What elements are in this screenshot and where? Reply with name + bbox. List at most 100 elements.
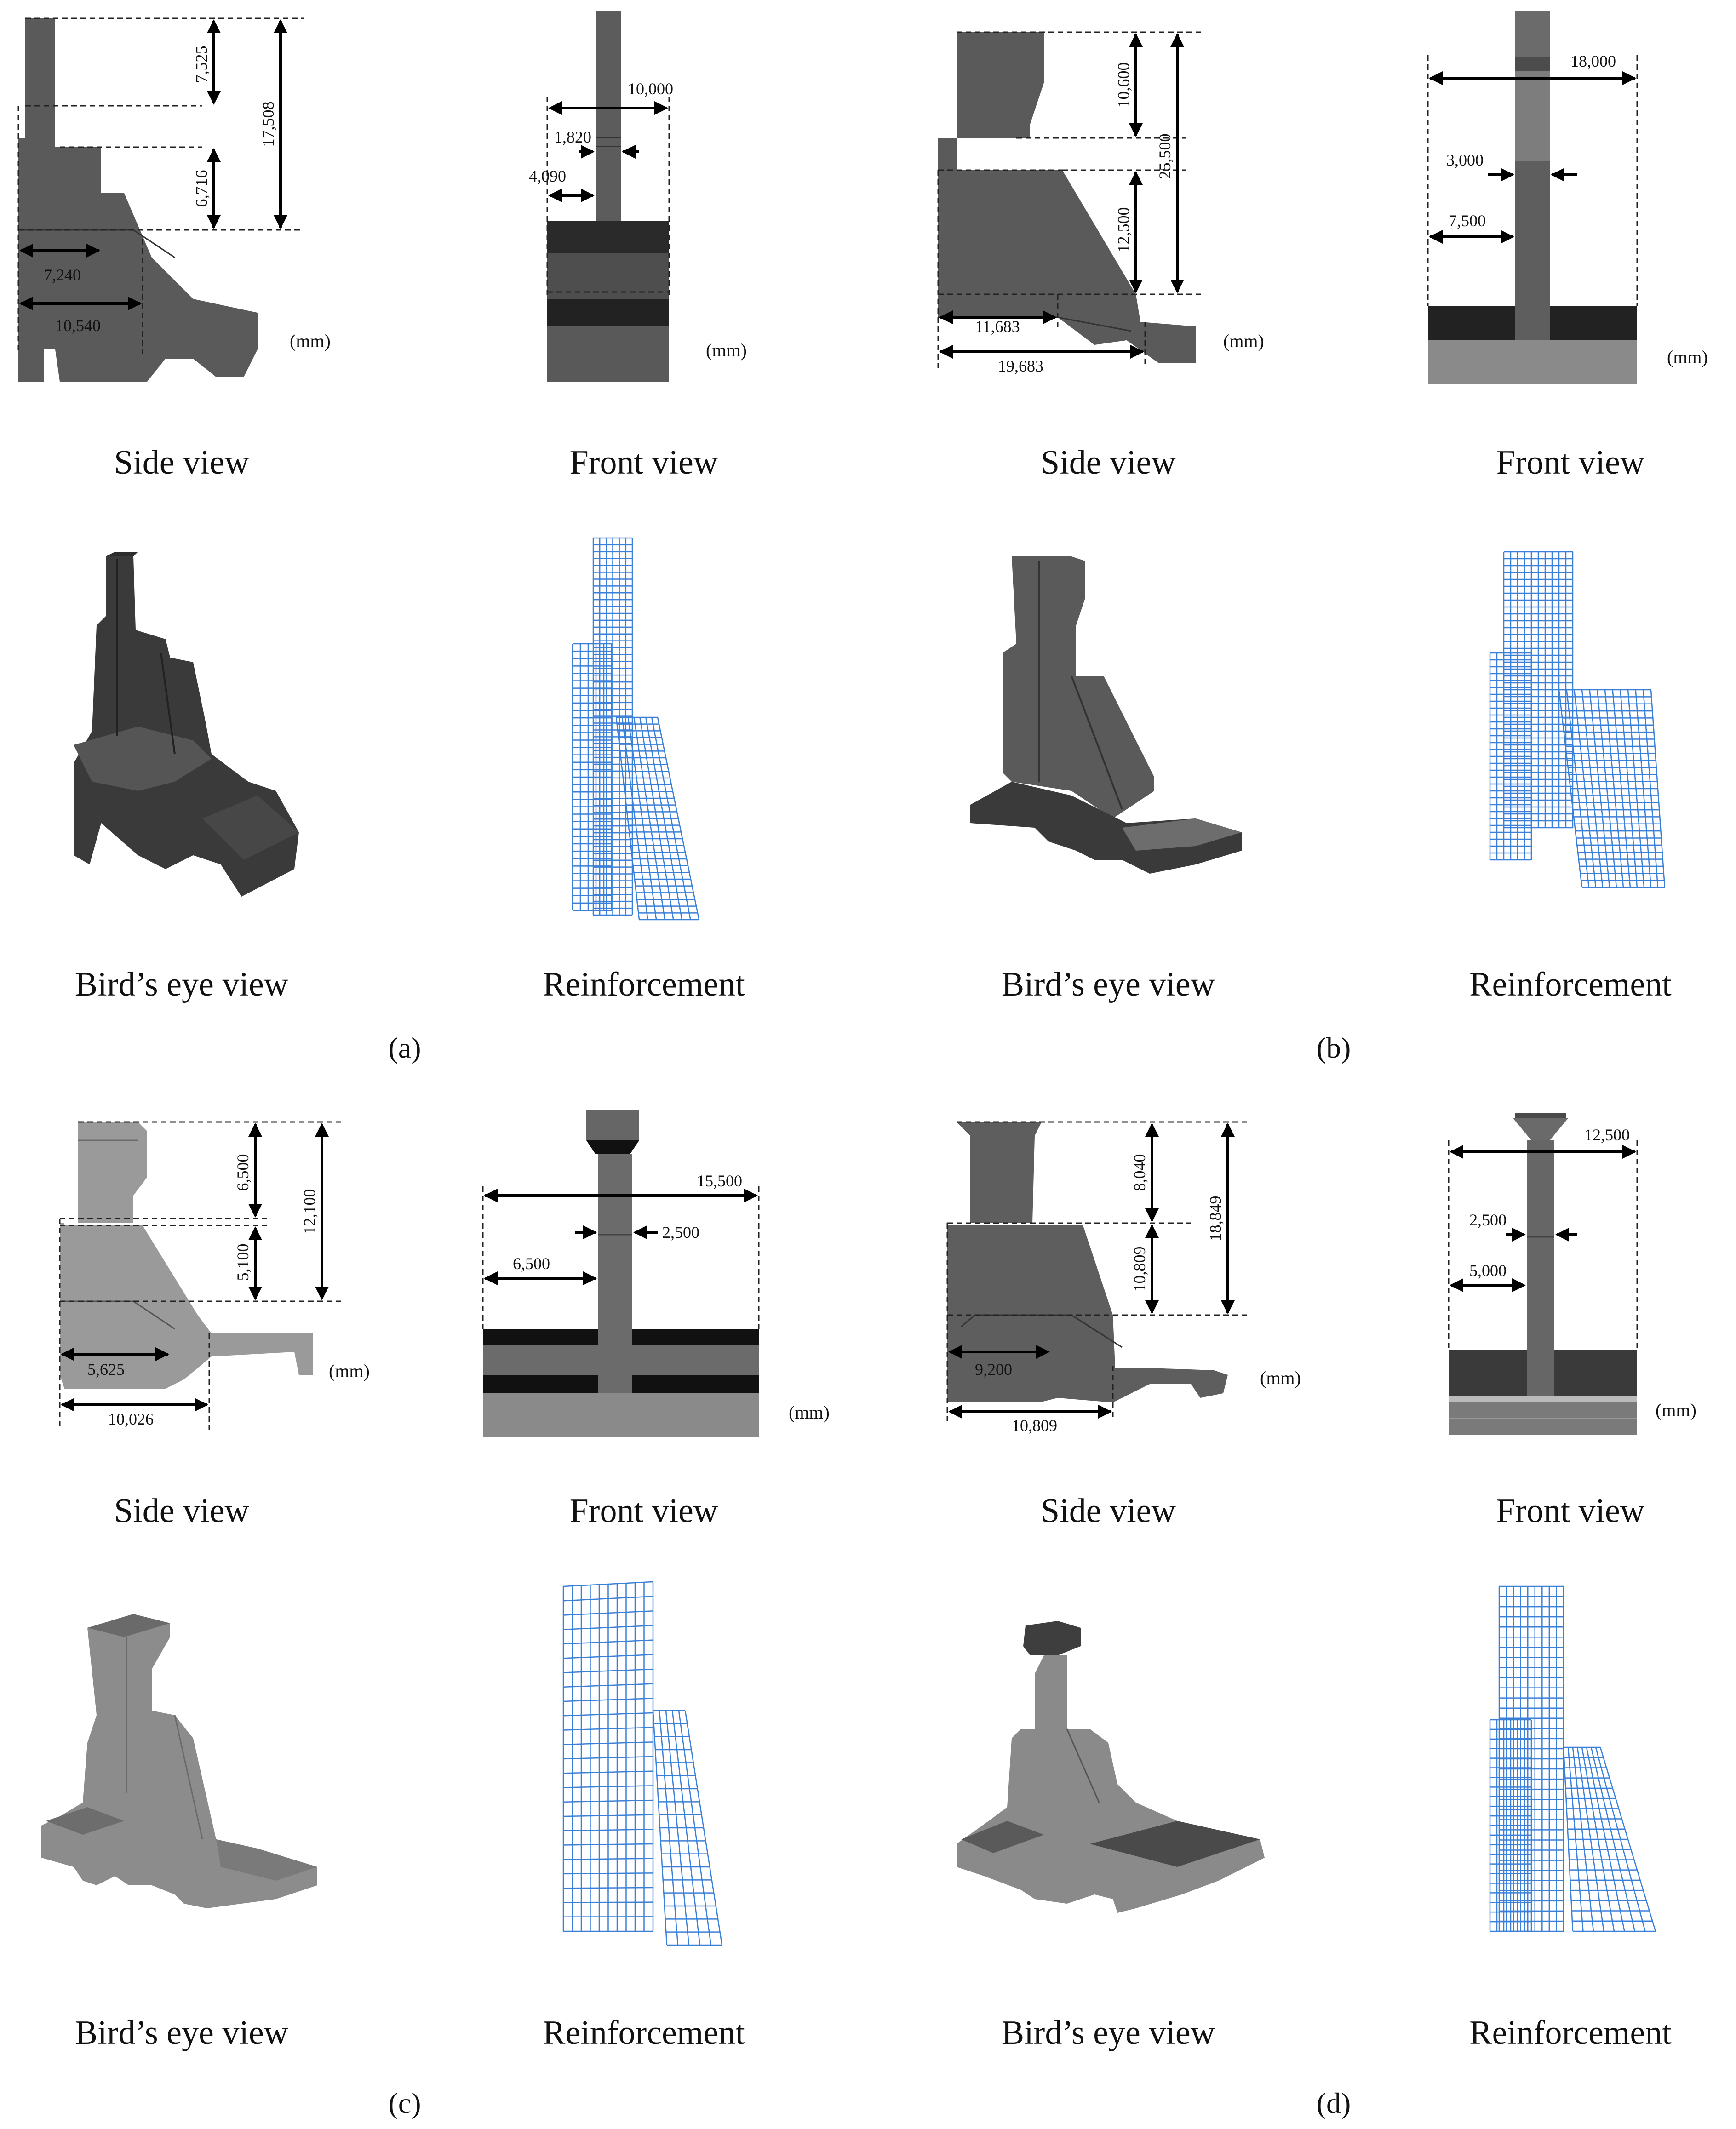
rebar-line — [563, 1901, 653, 1903]
unit-a-side: (mm) — [290, 331, 331, 351]
birds-eye-a — [74, 552, 299, 897]
caption-c-side: Side view — [114, 1492, 249, 1530]
dim-b-front-2: 3,000 — [1446, 151, 1484, 169]
rebar-line — [563, 1727, 653, 1731]
caption-a-birdseye: Bird’s eye view — [75, 966, 289, 1003]
caption-c-reinforcement: Reinforcement — [543, 2014, 745, 2052]
rebar-line — [563, 1683, 653, 1688]
rebar-line — [563, 1741, 653, 1745]
caption-b-side: Side view — [1041, 444, 1176, 481]
rebar-line — [563, 1799, 653, 1803]
unit-c-front: (mm) — [789, 1402, 830, 1423]
reinforcement-b — [1489, 551, 1666, 888]
rebar-line — [563, 1698, 653, 1702]
dim-a-4: 7,240 — [44, 266, 81, 284]
rebar-line — [563, 1712, 653, 1717]
dim-d-2: 18,849 — [1206, 1196, 1225, 1242]
caption-d-side: Side view — [1041, 1492, 1176, 1530]
dim-c-2: 12,100 — [300, 1189, 319, 1235]
birds-eye-c — [41, 1614, 317, 1908]
dim-c-5: 10,026 — [108, 1410, 154, 1428]
rebar-line — [563, 1668, 653, 1673]
rebar-line — [563, 1770, 653, 1774]
rebar-line — [563, 1858, 653, 1860]
rebar-line — [563, 1843, 653, 1846]
rebar-line — [563, 1814, 653, 1817]
dim-b-3: 12,500 — [1114, 207, 1133, 253]
dim-d-3: 10,809 — [1130, 1247, 1149, 1292]
caption-b-birdseye: Bird’s eye view — [1002, 966, 1215, 1003]
panel-c: 6,500 12,100 5,100 5,625 10,026 (mm) Sid… — [41, 1110, 830, 2119]
rebar-line — [563, 1625, 653, 1630]
side-view-a: 7,525 17,508 6,716 7,240 10,540 (mm) — [17, 17, 331, 382]
dim-d-front-1: 12,500 — [1584, 1126, 1630, 1144]
reinforcement-d — [1489, 1585, 1656, 1932]
caption-b-reinforcement: Reinforcement — [1469, 966, 1672, 1003]
caption-a-front: Front view — [570, 444, 718, 481]
side-view-d: 8,040 18,849 10,809 9,200 10,809 (mm) — [946, 1121, 1301, 1435]
panel-label-c: (c) — [388, 2087, 421, 2119]
reinforcement-a — [572, 537, 700, 921]
dim-c-4: 5,625 — [87, 1360, 125, 1379]
front-view-b: 18,000 3,000 7,500 (mm) — [1427, 11, 1708, 384]
caption-d-front: Front view — [1496, 1492, 1645, 1530]
front-view-d: 12,500 2,500 5,000 (mm) — [1448, 1113, 1696, 1435]
dim-d-1: 8,040 — [1130, 1154, 1149, 1191]
caption-d-birdseye: Bird’s eye view — [1002, 2014, 1215, 2052]
dim-d-5: 10,809 — [1012, 1416, 1057, 1435]
birds-eye-d — [957, 1621, 1265, 1913]
rebar-line — [563, 1829, 653, 1831]
dim-a-1: 7,525 — [192, 46, 211, 83]
caption-a-reinforcement: Reinforcement — [543, 966, 745, 1003]
dim-b-4: 11,683 — [975, 317, 1020, 336]
rebar-line — [563, 1596, 653, 1602]
birds-eye-b — [970, 556, 1242, 874]
panel-a: 7,525 17,508 6,716 7,240 10,540 (mm) Sid… — [17, 11, 747, 1064]
rebar-line — [563, 1639, 653, 1645]
dim-c-front-2: 2,500 — [662, 1223, 699, 1242]
rebar-line — [563, 1610, 653, 1616]
dim-a-5: 10,540 — [55, 316, 101, 335]
panel-d: 8,040 18,849 10,809 9,200 10,809 (mm) Si… — [946, 1113, 1696, 2119]
rebar-line — [563, 1872, 653, 1875]
dim-b-5: 19,683 — [998, 357, 1043, 375]
dim-b-front-1: 18,000 — [1570, 52, 1616, 70]
front-view-c: 15,500 2,500 6,500 (mm) — [482, 1110, 830, 1437]
dim-a-3: 6,716 — [192, 170, 211, 207]
unit-c-side: (mm) — [329, 1361, 370, 1381]
rebar-line — [563, 1654, 653, 1659]
dim-b-1: 10,600 — [1114, 63, 1133, 108]
rebar-line — [563, 1756, 653, 1760]
dim-a-front-3: 4,090 — [529, 167, 566, 185]
side-view-c: 6,500 12,100 5,100 5,625 10,026 (mm) — [59, 1121, 370, 1430]
dim-d-front-2: 2,500 — [1469, 1211, 1507, 1229]
rebar-line — [563, 1581, 653, 1587]
dim-a-front-2: 1,820 — [554, 128, 591, 146]
dim-c-front-1: 15,500 — [697, 1172, 742, 1190]
side-view-a-shape — [18, 18, 258, 382]
dim-b-2: 25,500 — [1156, 134, 1174, 179]
panel-label-b: (b) — [1317, 1031, 1351, 1064]
dim-b-front-3: 7,500 — [1449, 212, 1486, 230]
reinforcement-c — [562, 1581, 723, 1946]
unit-b-front: (mm) — [1667, 347, 1708, 367]
front-view-a: 10,000 1,820 4,090 (mm) — [529, 11, 747, 382]
dim-c-1: 6,500 — [234, 1154, 252, 1191]
panel-label-d: (d) — [1317, 2087, 1351, 2119]
unit-a-front: (mm) — [706, 340, 747, 361]
caption-c-front: Front view — [570, 1492, 718, 1530]
unit-d-front: (mm) — [1656, 1400, 1696, 1420]
dim-d-front-3: 5,000 — [1469, 1261, 1507, 1280]
unit-d-side: (mm) — [1260, 1368, 1301, 1388]
dim-c-3: 5,100 — [234, 1244, 252, 1281]
caption-d-reinforcement: Reinforcement — [1469, 2014, 1672, 2052]
panel-label-a: (a) — [388, 1031, 421, 1064]
rebar-line — [563, 1785, 653, 1788]
dim-c-front-3: 6,500 — [513, 1254, 550, 1273]
side-view-b: 10,600 25,500 12,500 11,683 19,683 (mm) — [937, 31, 1264, 375]
caption-b-front: Front view — [1496, 444, 1645, 481]
dim-d-4: 9,200 — [975, 1360, 1012, 1379]
caption-a-side: Side view — [114, 444, 249, 481]
dim-a-2: 17,508 — [259, 102, 277, 147]
caption-c-birdseye: Bird’s eye view — [75, 2014, 289, 2052]
